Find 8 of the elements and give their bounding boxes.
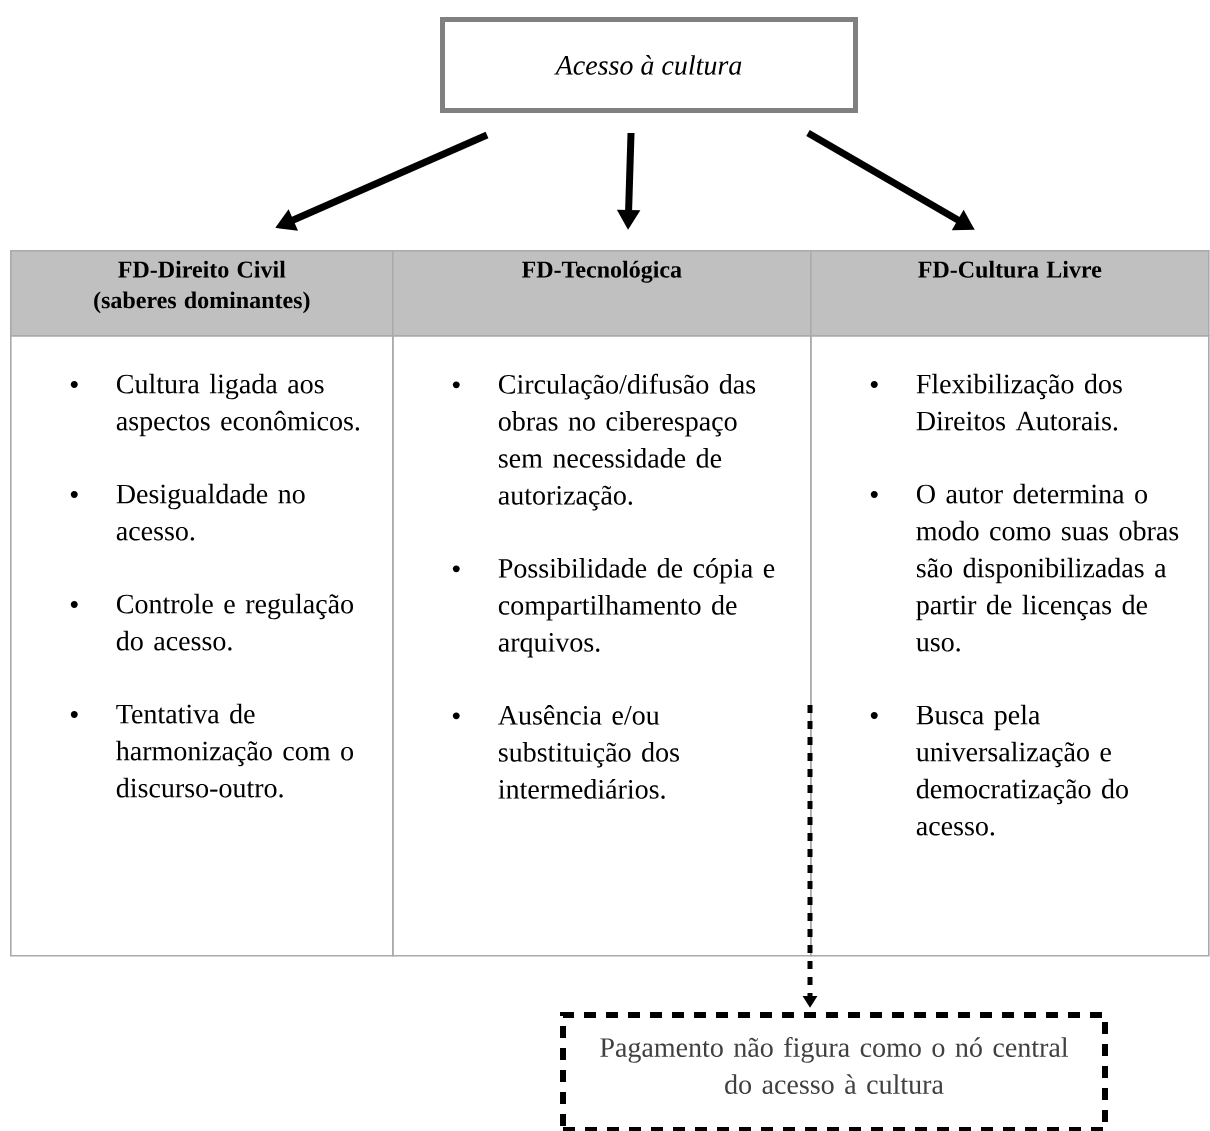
column-header-cell: FD-Cultura Livre <box>810 250 1210 337</box>
title-box: Acesso à cultura <box>440 17 858 113</box>
bullet-list-cell: Cultura ligada aos aspectos econômicos. Desigualdade no acesso. Controle e regulação do acesso. Tentativa de harmonização com o discurso-outro. <box>10 335 394 957</box>
note-box: Pagamento não figura como o nó central do acesso à cultura <box>560 1012 1108 1131</box>
column-header-cell: FD-Tecnológica <box>392 250 812 337</box>
bullet-list-cell: Circulação/difusão das obras no ciberespaço sem necessidade de autorização. Possibilidade de cópia e compartilhamento de arquivos. Ausência e/ou substituição dos intermediários. <box>392 335 812 957</box>
bullet-list-cell: Flexibilização dos Direitos Autorais. O autor determina o modo como suas obras são disponibilizadas a partir de licenças de uso. Busca pela universalização e democratização do acesso. <box>810 335 1210 957</box>
column-header-cell: FD-Direito Civil (saberes dominantes) <box>10 250 394 337</box>
